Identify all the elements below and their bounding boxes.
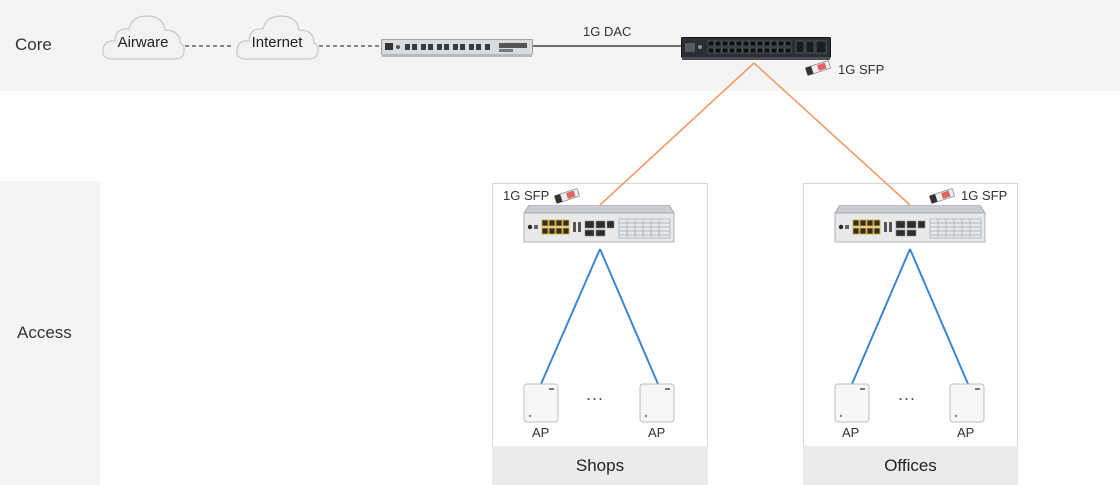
dac-link-label: 1G DAC <box>583 24 632 39</box>
core-switch-icon <box>681 37 831 60</box>
gateway-icon <box>381 39 533 57</box>
fiber-link-offices <box>753 62 911 206</box>
wireless-link-shops-left <box>540 248 601 385</box>
offices-ap-right-label: AP <box>957 425 975 440</box>
access-tier-band <box>0 181 100 485</box>
shops-ap-left-label: AP <box>532 425 550 440</box>
offices-ap-left-label: AP <box>842 425 860 440</box>
access-point-icon <box>949 383 985 423</box>
shops-sfp-label: 1G SFP <box>503 188 550 203</box>
airware-cloud: Airware <box>100 10 186 62</box>
fiber-link-shops <box>599 62 755 206</box>
shops-site-footer: Shops <box>492 446 708 485</box>
shops-ap-ellipsis: ... <box>586 384 605 404</box>
wireless-link-offices-right <box>909 248 969 385</box>
airware-label: Airware <box>117 34 169 51</box>
cloud-icon <box>236 15 319 60</box>
access-point-icon <box>639 383 675 423</box>
access-switch-icon <box>834 205 986 243</box>
cloud-icon <box>102 15 185 60</box>
access-switch-icon <box>523 205 675 243</box>
sfp-module-icon <box>929 188 955 204</box>
core-sfp-label: 1G SFP <box>838 62 885 77</box>
wireless-link-shops-right <box>599 248 659 385</box>
sfp-module-icon <box>805 60 831 76</box>
offices-site-footer: Offices <box>803 446 1018 485</box>
offices-ap-ellipsis: ... <box>898 384 917 404</box>
internet-cloud: Internet <box>234 10 320 62</box>
access-point-icon <box>834 383 870 423</box>
access-point-icon <box>523 383 559 423</box>
sfp-module-icon <box>554 188 580 204</box>
access-tier-label: Access <box>17 323 72 342</box>
wireless-link-offices-left <box>851 248 911 385</box>
shops-ap-right-label: AP <box>648 425 666 440</box>
core-tier-label: Core <box>15 35 52 54</box>
offices-sfp-label: 1G SFP <box>961 188 1008 203</box>
internet-label: Internet <box>251 34 303 51</box>
